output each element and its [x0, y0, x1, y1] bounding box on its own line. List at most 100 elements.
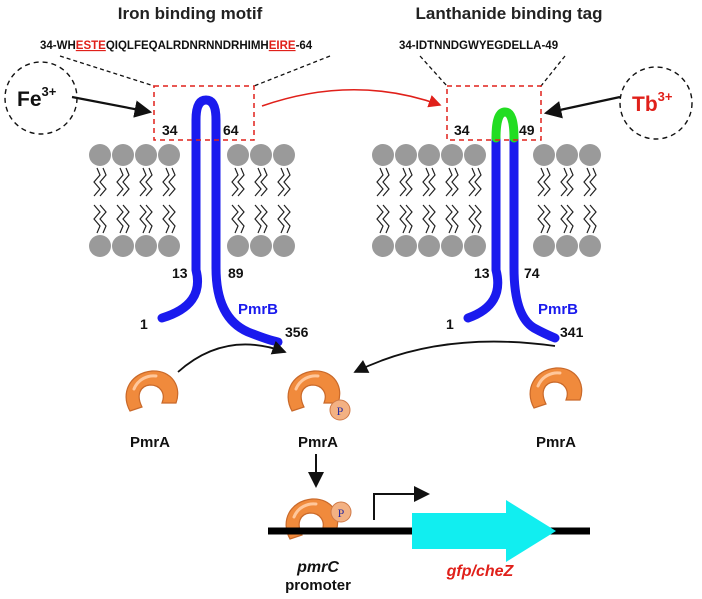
tb-ion-label: Tb3+ — [632, 89, 673, 116]
lipid-tail — [445, 204, 453, 234]
lipid-head — [273, 144, 295, 166]
lipid-tail — [566, 204, 574, 234]
reporter-gene-label: gfp/cheZ — [446, 563, 515, 580]
promoter-arrow-icon — [373, 486, 430, 520]
pmra-left-to-center-arrow — [177, 340, 287, 373]
lipid-tail — [543, 204, 551, 234]
phospho-label-center: P — [337, 404, 344, 418]
tb-ion: Tb3+ — [619, 66, 693, 140]
pmra-center-label: PmrA — [298, 434, 338, 451]
pmrb-left-backbone — [157, 95, 283, 347]
lipid-tail — [283, 204, 291, 234]
residue-left-64: 64 — [223, 122, 239, 138]
lipid-tail — [468, 167, 476, 197]
lipid-tail — [451, 167, 459, 197]
lipid-head — [533, 144, 555, 166]
callout-line-left-a — [59, 55, 155, 87]
phosphate-circle-icon — [330, 501, 352, 523]
pmra-protein-right — [529, 367, 583, 409]
residue-left-356: 356 — [285, 324, 309, 340]
lipid-head — [395, 235, 417, 257]
lipid-head — [395, 144, 417, 166]
phospho-label-promoter: P — [338, 506, 345, 520]
pmrb-right-backbone — [463, 133, 560, 343]
lipid-tail — [139, 204, 147, 234]
lipid-tail — [405, 167, 413, 197]
residue-left-34: 34 — [162, 122, 178, 138]
title-iron-binding-motif: Iron binding motif — [118, 4, 263, 23]
phosphate-circle-icon — [329, 399, 351, 421]
lipid-head — [579, 235, 601, 257]
membrane-left — [89, 144, 295, 257]
lipid-tail — [560, 167, 568, 197]
pmra-highlight — [294, 374, 320, 391]
lipid-tail — [99, 167, 107, 197]
lipid-tail — [422, 204, 430, 234]
lipid-head — [227, 235, 249, 257]
lipid-head — [158, 144, 180, 166]
promoter-label: promoter — [285, 577, 351, 594]
lipid-tail — [254, 167, 262, 197]
fe-ion-label: Fe3+ — [17, 84, 57, 111]
lipid-head — [418, 144, 440, 166]
lbt-sequence: 34-IDTNNDGWYEGDELLA-49 — [399, 40, 558, 52]
residue-right-74: 74 — [524, 265, 540, 281]
lipid-tail — [237, 167, 245, 197]
lipid-head — [89, 235, 111, 257]
lipid-tail — [537, 204, 545, 234]
lipid-tail — [589, 204, 597, 234]
lipid-head — [533, 235, 555, 257]
residue-right-13: 13 — [474, 265, 490, 281]
lipid-tail — [474, 204, 482, 234]
membrane-right — [372, 144, 601, 257]
lipid-head — [250, 144, 272, 166]
lipid-head — [372, 144, 394, 166]
reporter-gene-arrow-icon — [412, 500, 556, 562]
lipid-head — [89, 144, 111, 166]
lipid-head — [135, 144, 157, 166]
callout-line-left-b — [253, 55, 331, 87]
lipid-tail — [168, 204, 176, 234]
pmra-highlight — [132, 374, 158, 391]
dashed-ion-circle-icon — [619, 66, 693, 140]
lipid-tail — [566, 167, 574, 197]
lipid-tail — [162, 204, 170, 234]
lipid-tail — [399, 167, 407, 197]
lipid-tail — [589, 167, 597, 197]
lbt-loop — [491, 107, 519, 143]
lipid-tail — [162, 167, 170, 197]
lipid-head — [418, 235, 440, 257]
residue-left-89: 89 — [228, 265, 244, 281]
lipid-tail — [543, 167, 551, 197]
pmrb-right-label: PmrB — [538, 301, 578, 318]
lipid-tail — [560, 204, 568, 234]
lipid-tail — [376, 204, 384, 234]
lipid-tail — [260, 167, 268, 197]
fe-binding-arrow — [71, 95, 153, 118]
lipid-head — [579, 144, 601, 166]
lipid-head — [158, 235, 180, 257]
lipid-head — [441, 144, 463, 166]
callout-line-right-a — [419, 55, 448, 87]
residue-right-34: 34 — [454, 122, 470, 138]
pmrc-gene-label: pmrC — [296, 559, 339, 576]
seq-prefix: 34-WH — [40, 40, 76, 52]
lipid-head — [464, 235, 486, 257]
lipid-head — [464, 144, 486, 166]
lipid-tail — [468, 204, 476, 234]
title-lanthanide-binding-tag: Lanthanide binding tag — [416, 4, 603, 23]
lipid-tail — [428, 204, 436, 234]
residue-right-49: 49 — [519, 122, 535, 138]
lipid-tail — [260, 204, 268, 234]
lipid-tail — [277, 167, 285, 197]
lipid-head — [112, 144, 134, 166]
lipid-head — [372, 235, 394, 257]
pmra-protein-left — [125, 370, 179, 412]
lipid-head — [250, 235, 272, 257]
lipid-tail — [428, 167, 436, 197]
callout-lines — [59, 55, 566, 87]
lipid-head — [273, 235, 295, 257]
callout-line-right-b — [540, 55, 566, 87]
lipid-tail — [382, 204, 390, 234]
